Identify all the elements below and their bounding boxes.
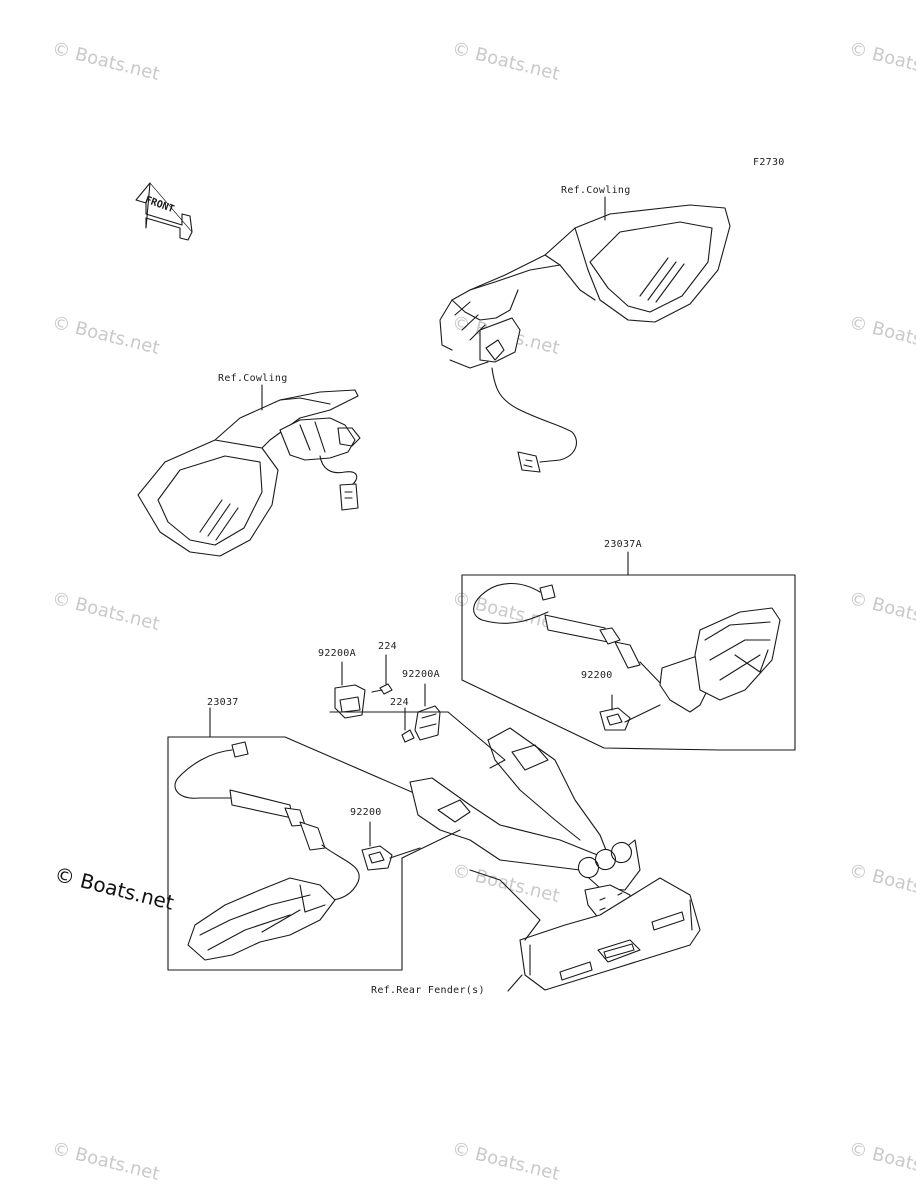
front-arrow-icon: FRONT bbox=[135, 182, 193, 241]
bracket-92200A-mid bbox=[414, 683, 441, 741]
bolt-224-top bbox=[371, 654, 393, 695]
left-turn-signal bbox=[174, 741, 360, 961]
bracket-leader bbox=[329, 711, 506, 769]
label-part-224-top: 224 bbox=[378, 641, 397, 652]
box-23037A bbox=[461, 551, 796, 751]
leader-box-23037 bbox=[401, 829, 461, 859]
label-part-92200-right: 92200 bbox=[581, 670, 613, 681]
left-mirror-assembly bbox=[137, 389, 361, 557]
label-part-23037A: 23037A bbox=[604, 539, 642, 550]
label-part-92200A-left: 92200A bbox=[318, 648, 356, 659]
diagram-code: F2730 bbox=[753, 157, 785, 168]
rear-fender-assembly bbox=[409, 727, 701, 991]
label-ref-cowling-right: Ref.Cowling bbox=[561, 185, 631, 196]
label-part-92200-left: 92200 bbox=[350, 807, 382, 818]
front-arrow-text: FRONT bbox=[143, 195, 175, 216]
right-mirror-assembly bbox=[439, 204, 731, 473]
label-ref-rear-fender: Ref.Rear Fender(s) bbox=[371, 985, 485, 996]
right-turn-signal bbox=[473, 582, 781, 713]
bolt-224-mid bbox=[401, 707, 415, 743]
right-grommet-92200 bbox=[599, 694, 661, 731]
left-grommet-92200 bbox=[361, 821, 421, 871]
label-part-92200A-mid: 92200A bbox=[402, 669, 440, 680]
bracket-92200A-top bbox=[334, 661, 366, 719]
leader-ref-rear-fender bbox=[507, 974, 523, 992]
label-part-224-mid: 224 bbox=[390, 697, 409, 708]
label-part-23037: 23037 bbox=[207, 697, 239, 708]
label-ref-cowling-left: Ref.Cowling bbox=[218, 373, 288, 384]
